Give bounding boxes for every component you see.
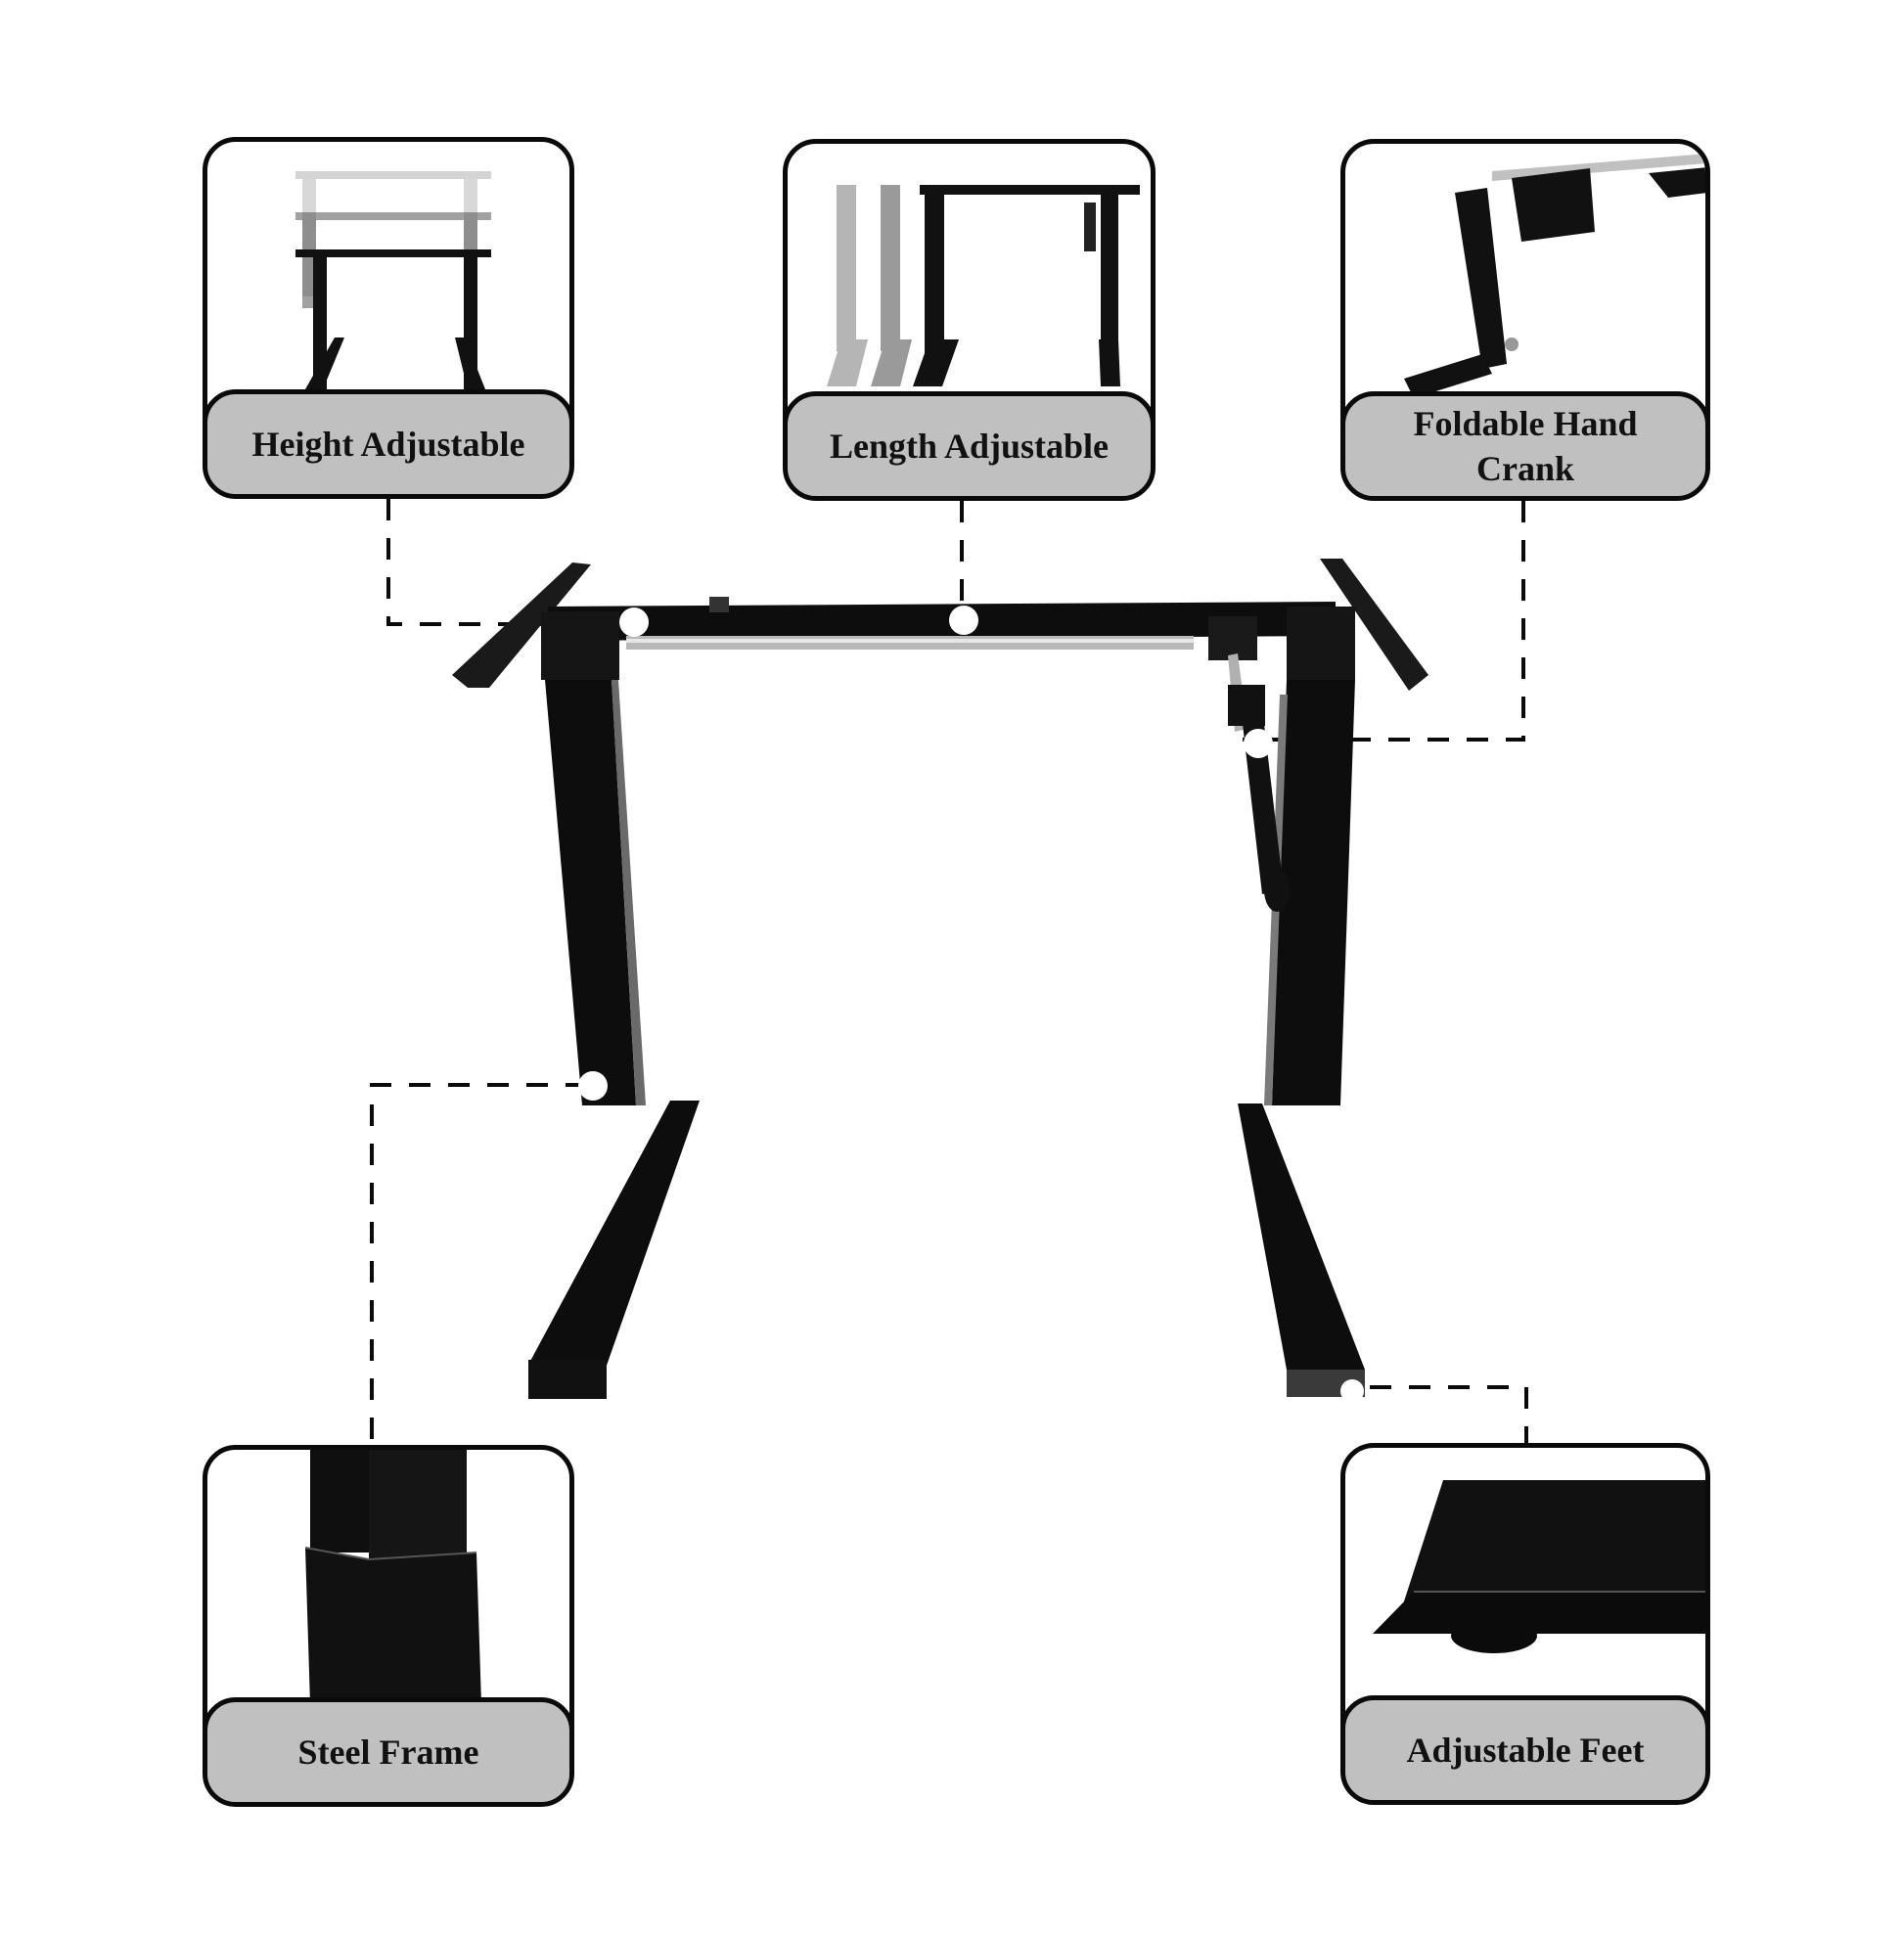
- callout-foldable-hand-crank: Foldable Hand Crank: [1340, 139, 1710, 501]
- label-adjustable-feet: Adjustable Feet: [1345, 1695, 1705, 1800]
- height-adjust-image: [295, 171, 491, 389]
- length-adjust-image: [827, 185, 1140, 386]
- hotspot-height[interactable]: [619, 608, 649, 637]
- label-steel-frame: Steel Frame: [207, 1697, 569, 1802]
- hotspot-feet[interactable]: [1340, 1379, 1364, 1403]
- callout-adjustable-feet: Adjustable Feet: [1340, 1443, 1710, 1805]
- foot-pad-image: [1373, 1480, 1705, 1653]
- callout-height-adjustable: Height Adjustable: [203, 137, 574, 499]
- hotspot-steel-frame[interactable]: [578, 1071, 608, 1101]
- label-length-adjustable: Length Adjustable: [788, 391, 1151, 496]
- hand-crank-image: [1404, 154, 1705, 398]
- hotspot-crank[interactable]: [1244, 729, 1273, 758]
- callout-steel-frame: Steel Frame: [203, 1445, 574, 1807]
- callout-length-adjustable: Length Adjustable: [783, 139, 1156, 501]
- hotspot-length[interactable]: [949, 606, 978, 635]
- label-height-adjustable: Height Adjustable: [207, 389, 569, 494]
- steel-leg-image: [304, 1450, 481, 1704]
- label-foldable-hand-crank: Foldable Hand Crank: [1345, 391, 1705, 496]
